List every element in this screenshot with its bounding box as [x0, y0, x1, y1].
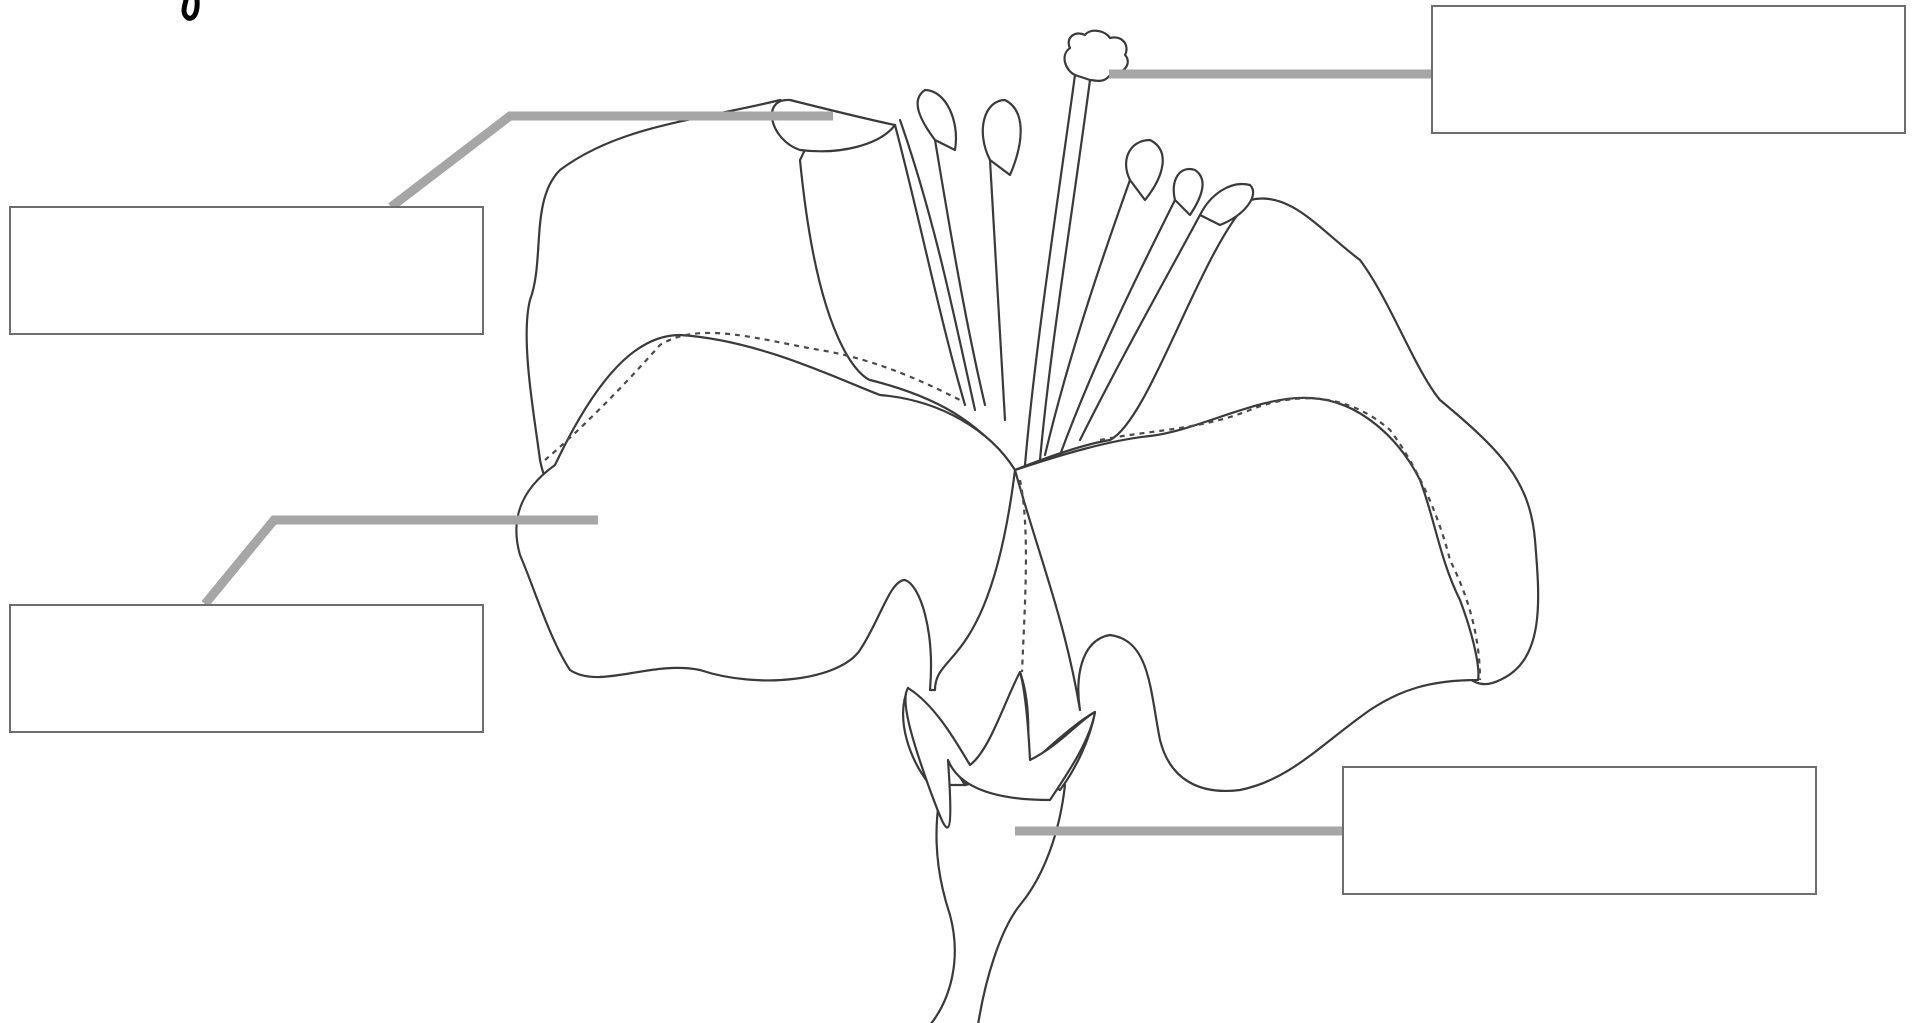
style — [1025, 75, 1075, 465]
anther-2 — [918, 90, 956, 150]
filament-3 — [990, 160, 1005, 420]
anther-3 — [983, 100, 1021, 175]
label-box-sepal[interactable] — [1343, 767, 1816, 894]
title-fragment — [184, 0, 197, 18]
anther-1 — [772, 100, 895, 151]
anther-5 — [1174, 169, 1203, 215]
filament-1 — [895, 125, 965, 405]
filament-7 — [900, 120, 975, 410]
label-box-anther[interactable] — [10, 207, 483, 334]
petal-fold-line-center — [1020, 480, 1026, 672]
filament-2 — [935, 140, 985, 405]
label-box-petal[interactable] — [10, 605, 483, 732]
anther-4 — [1126, 140, 1163, 200]
label-box-stigma[interactable] — [1432, 6, 1905, 133]
